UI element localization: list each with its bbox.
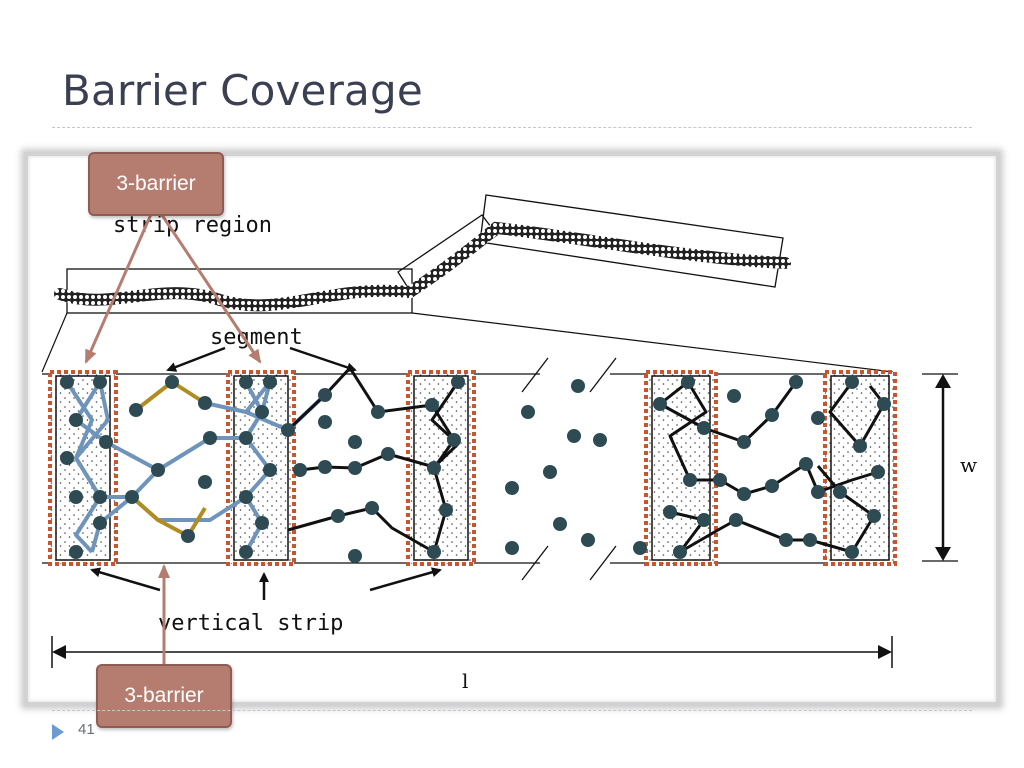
length-label: l [462, 669, 468, 693]
callout-3-barrier-top: 3-barrier [88, 152, 224, 216]
zoom-line-left [41, 312, 68, 373]
gold-barrier [130, 380, 207, 538]
title-divider [52, 127, 972, 128]
segment-label: segment [210, 325, 303, 350]
zoom-line-right [411, 312, 894, 373]
footer-divider [52, 710, 972, 711]
length-dimension: l [51, 636, 893, 693]
strip-region-overview: strip region [54, 194, 791, 314]
vertical-strip-arrows [90, 567, 442, 600]
segment-arrow-left [166, 346, 226, 372]
slide-title: Barrier Coverage [62, 66, 423, 115]
width-label: w [960, 453, 977, 477]
black-barriers [286, 366, 886, 554]
page-number: 41 [78, 721, 95, 738]
width-dimension: w [922, 373, 977, 562]
strip-region-label: strip region [113, 213, 272, 238]
page-marker-icon [52, 724, 64, 740]
sensor-nodes [60, 375, 891, 563]
vertical-strips [48, 370, 897, 566]
vertical-strip-label: vertical strip [158, 611, 343, 636]
callout-arrows [84, 211, 262, 664]
segment-arrow-right [289, 346, 357, 373]
callout-3-barrier-bottom: 3-barrier [96, 664, 232, 728]
